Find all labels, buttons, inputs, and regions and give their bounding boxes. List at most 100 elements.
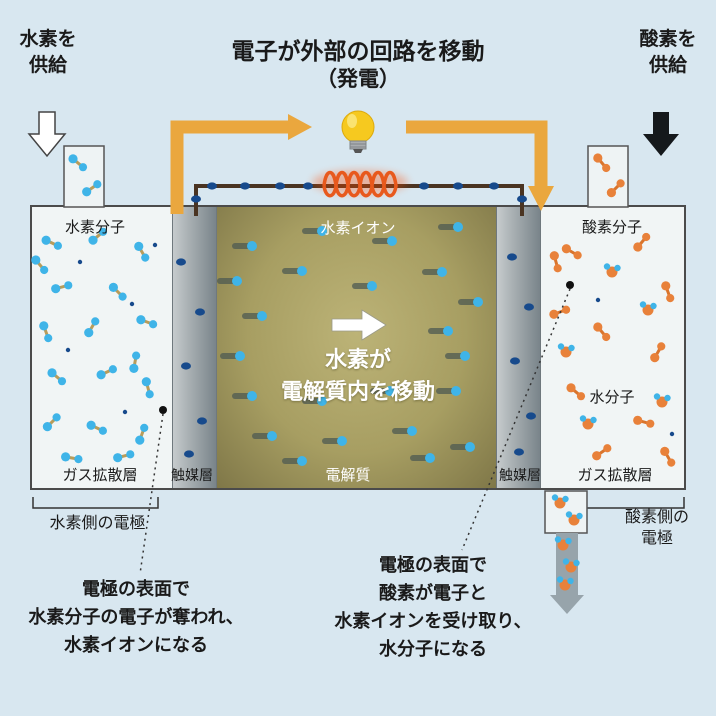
hydrogen-molecule [113,450,135,463]
electron-dot [122,409,128,415]
hydrogen-molecule [136,315,158,329]
electron [507,253,517,261]
electron-flow-arrowhead-right [528,186,554,211]
annotation-dot-left [159,406,167,414]
electron [176,258,186,266]
annotation-left: 電極の表面で 水素分子の電子が奪われ、 水素イオンになる [28,579,244,655]
oxygen-molecule [593,322,611,342]
catalyst-layer-right [496,207,541,488]
hydrogen-ion [372,236,397,246]
water-molecule [603,263,621,278]
oxygen-molecule [593,153,611,173]
electron [524,303,534,311]
catalyst-layer-left [172,207,217,488]
oxygen-supply-label: 酸素を 供給 [639,29,697,76]
hydrogen-ion [438,222,463,232]
electron-dot [77,259,83,265]
water-molecule [557,343,575,358]
hydrogen-ion [436,386,461,396]
hydrogen-ion [232,241,257,251]
hydrogen-ion [217,276,242,286]
hydrogen-ion [252,431,277,441]
oxygen-molecule [592,444,612,461]
electrolyte-label: 電解質 [325,467,371,484]
hydrogen-molecule [39,321,53,343]
oxygen-molecule [633,232,651,252]
hydrogen-ion [302,396,327,406]
electron [195,308,205,316]
water-molecule [653,393,671,408]
electron-flow-arrow-right [406,120,548,188]
water-molecule [554,536,572,551]
electron-dot [152,242,158,248]
catalyst-right-label: 触媒層 [499,467,541,483]
hydrogen-ion [282,266,307,276]
electron-flow-arrow-left [170,120,288,214]
light-bulb-icon [341,110,375,153]
water-molecule [565,511,583,526]
water-molecule-label: 水分子 [589,389,635,406]
hydrogen-molecule [129,351,141,374]
electron [419,182,429,190]
hydrogen-ion [322,436,347,446]
hydrogen-ion [282,456,307,466]
catalyst-left-label: 触媒層 [171,467,213,483]
hydrogen-molecule [47,368,67,386]
hydrogen-molecule-label: 水素分子 [64,219,125,236]
electrode-left-label: 水素側の電極 [49,515,146,532]
oxygen-molecule-label: 酸素分子 [581,219,642,236]
electron [207,182,217,190]
hydrogen-ion [450,442,475,452]
hydrogen-ion [352,281,377,291]
electron [514,448,524,456]
electron-dot [129,301,135,307]
gdl-right-label: ガス拡散層 [577,467,653,484]
hydrogen-supply-label: 水素を 供給 [19,29,77,76]
hydrogen-ion [428,326,453,336]
annotation-dot-right [566,281,574,289]
hydrogen-ion-label: 水素イオン [320,220,396,237]
hydrogen-molecule [86,420,107,435]
hydrogen-ions-layer [217,222,483,466]
electron [191,195,201,203]
electron-dot [65,347,71,353]
gas-diffusion-layer-left [32,207,172,488]
hydrogen-molecule [84,317,100,338]
annotation-leader-right [461,288,571,551]
oxygen-molecule [660,446,676,467]
water-outlet-arrow [550,533,584,614]
oxygen-inlet-channel [587,145,629,208]
hydrogen-molecule [135,423,149,445]
hydrogen-molecule [41,235,62,250]
electrode-left-bracket [32,497,159,509]
diagram-title: 電子が外部の回路を移動 [231,38,485,64]
hydrogen-molecule [82,180,102,197]
oxygen-molecule [633,415,655,428]
hydrogen-molecule [60,452,83,464]
hydrogen-ion [370,386,395,396]
electron [197,417,207,425]
electron [526,412,536,420]
electrons-layer [65,182,675,458]
hydrogen-ion [242,311,267,321]
hydrogen-molecules-layer [31,154,158,464]
gdl-left-label: ガス拡散層 [62,467,138,484]
hydrogen-ion [410,453,435,463]
hydrogen-molecule [134,241,150,262]
oxygen-molecule [561,244,582,260]
hydrogen-molecule [51,281,73,294]
diagram-subtitle: （発電） [316,68,400,91]
water-molecule [562,558,580,573]
oxygen-molecule [650,342,666,363]
oxygen-molecule [549,251,562,273]
electron [489,182,499,190]
oxygen-molecule [606,179,625,198]
electron [240,182,250,190]
oxygen-molecule [661,281,675,303]
hydrogen-molecule [42,413,61,432]
electron [275,182,285,190]
hydrogen-ion [458,297,483,307]
migration-caption: 水素が 電解質内を移動 [280,347,435,404]
